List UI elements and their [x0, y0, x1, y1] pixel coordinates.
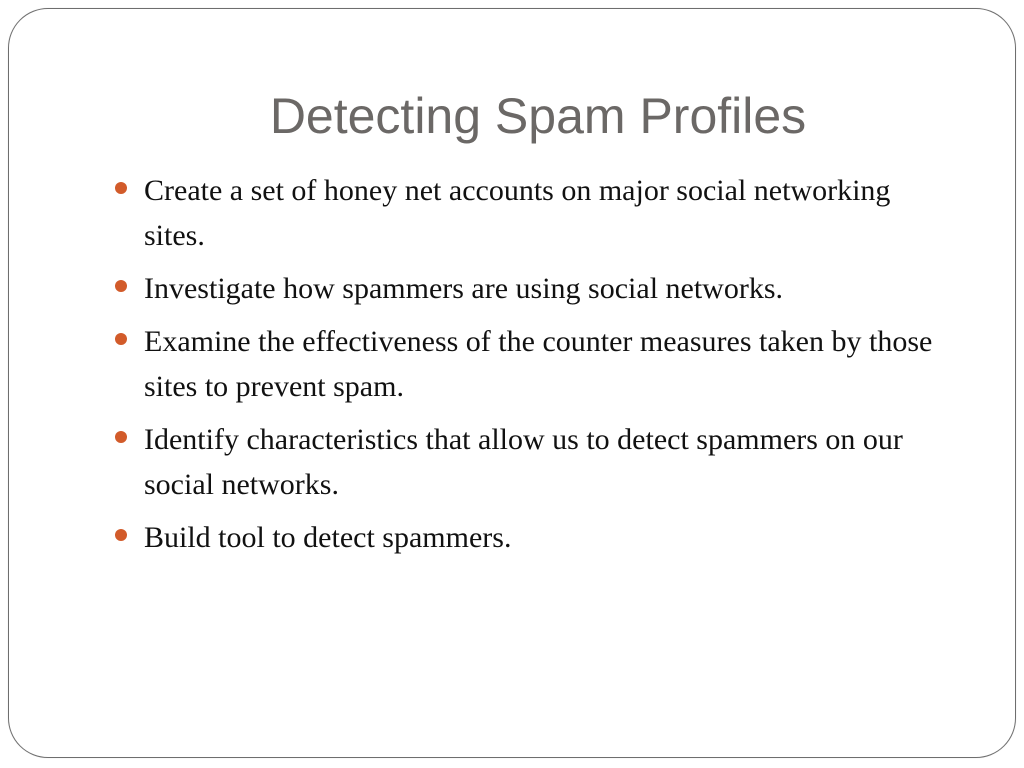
- bullet-text: Build tool to detect spammers.: [144, 521, 512, 554]
- bullet-item: Build tool to detect spammers.: [112, 515, 952, 560]
- bullet-list: Create a set of honey net accounts on ma…: [112, 168, 952, 568]
- slide-title: Detecting Spam Profiles: [269, 88, 807, 144]
- slide-frame: [8, 8, 1016, 758]
- bullet-text: Investigate how spammers are using socia…: [144, 272, 784, 305]
- bullet-dot-icon: [115, 182, 127, 194]
- bullet-dot-icon: [115, 280, 127, 292]
- bullet-text: Examine the effectiveness of the counter…: [144, 325, 933, 403]
- bullet-dot-icon: [115, 431, 127, 443]
- bullet-dot-icon: [115, 333, 127, 345]
- bullet-item: Identify characteristics that allow us t…: [112, 417, 952, 507]
- bullet-item: Investigate how spammers are using socia…: [112, 266, 952, 311]
- bullet-item: Create a set of honey net accounts on ma…: [112, 168, 952, 258]
- bullet-dot-icon: [115, 529, 127, 541]
- bullet-item: Examine the effectiveness of the counter…: [112, 319, 952, 409]
- bullet-text: Create a set of honey net accounts on ma…: [144, 174, 891, 252]
- bullet-text: Identify characteristics that allow us t…: [144, 423, 903, 501]
